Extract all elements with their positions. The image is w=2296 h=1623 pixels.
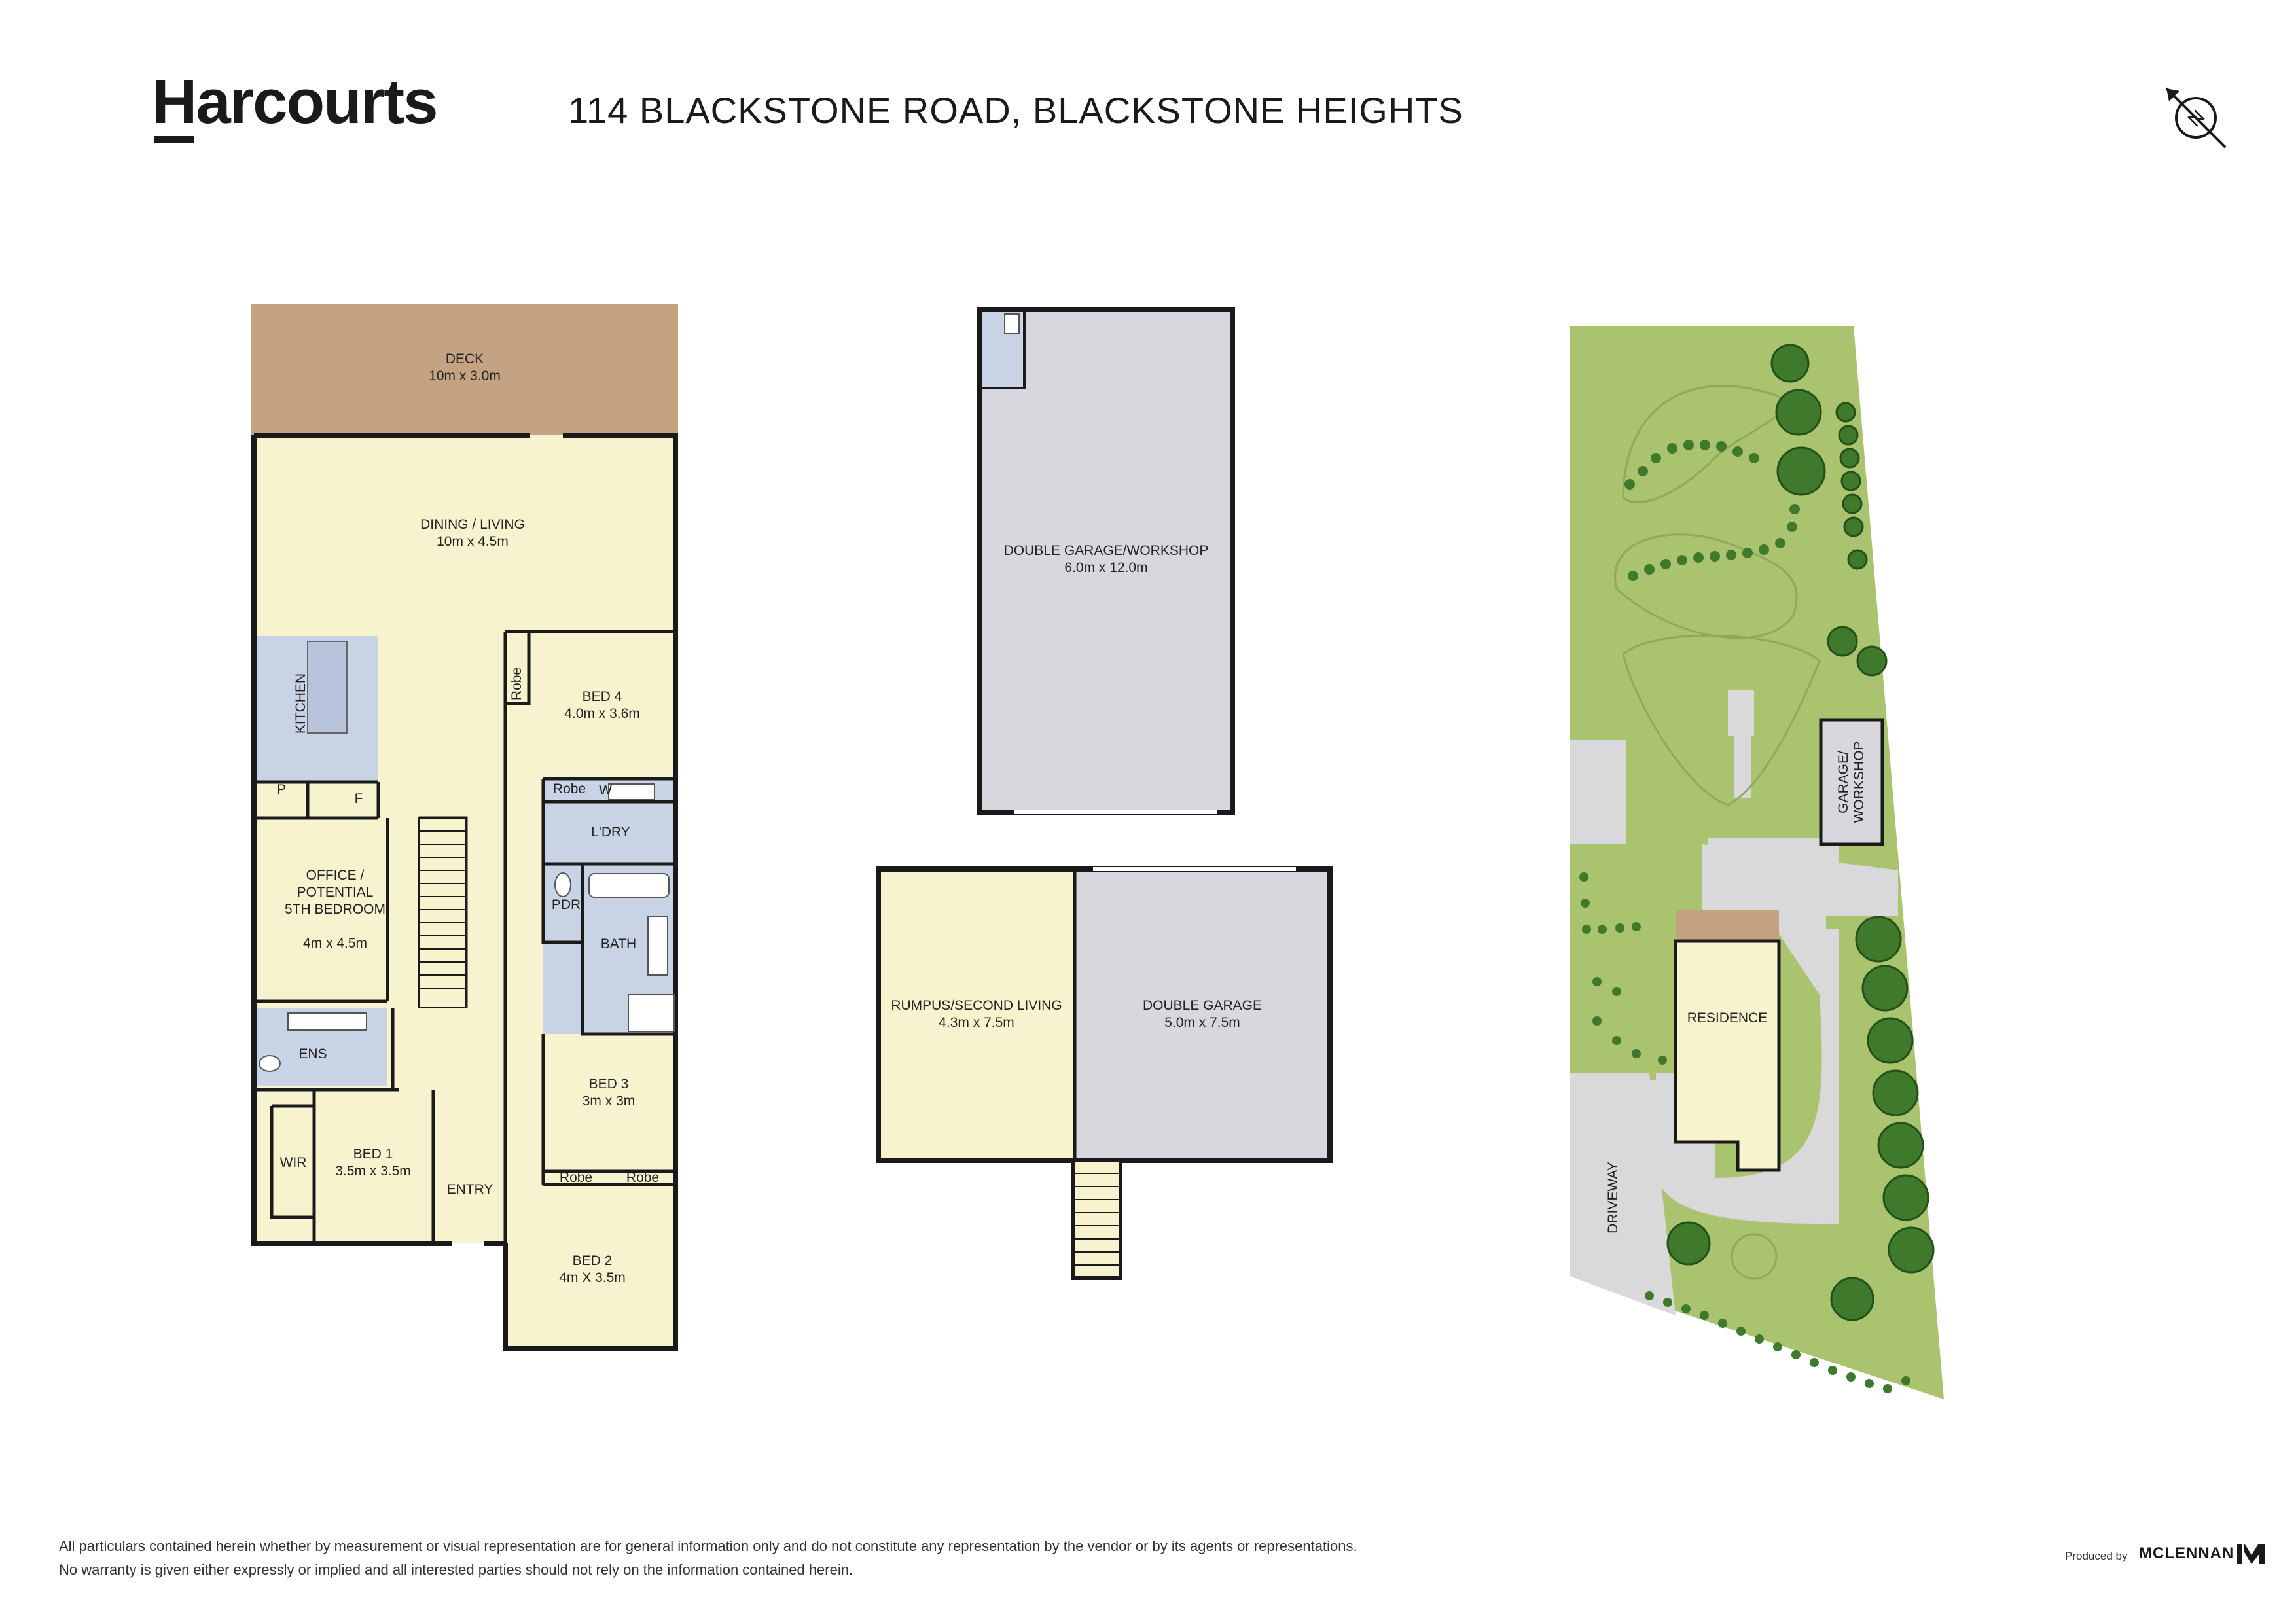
dining-living-size: 10m x 4.5m: [437, 534, 509, 549]
bed4-size: 4.0m x 3.6m: [564, 706, 640, 721]
lower-garage-floor: [1075, 869, 1330, 1160]
rumpus-floor: [878, 869, 1075, 1160]
kitchen-island: [307, 641, 348, 734]
workshop-name: DOUBLE GARAGE/WORKSHOP: [1003, 543, 1209, 558]
disclaimer-line-2: No warranty is given either expressly or…: [59, 1561, 853, 1578]
room-robe-a: Robe: [559, 1170, 593, 1185]
room-dining-living: DINING / LIVING 10m x 4.5m: [420, 516, 525, 550]
site-plan: [1570, 326, 1944, 1399]
bed2-name: BED 2: [572, 1253, 613, 1268]
rumpus-size: 4.3m x 7.5m: [939, 1015, 1014, 1030]
deck-name: DECK: [445, 351, 484, 366]
disclaimer-line-1: All particulars contained herein whether…: [59, 1538, 1357, 1554]
room-entry: ENTRY: [446, 1182, 493, 1197]
main-stairs: [418, 817, 467, 1008]
room-ensuite: ENS: [298, 1046, 327, 1061]
main-floor-plan: [251, 304, 678, 1351]
site-garage-workshop: [1819, 718, 1884, 846]
rumpus-name: RUMPUS/SECOND LIVING: [891, 998, 1062, 1013]
room-bed4-robe: Robe: [509, 667, 524, 701]
room-lower-garage: DOUBLE GARAGE 5.0m x 7.5m: [1143, 997, 1262, 1031]
dining-living-name: DINING / LIVING: [420, 517, 525, 532]
room-kitchen: KITCHEN: [293, 673, 308, 734]
room-wir: WIR: [279, 1155, 307, 1170]
logo-underline: [154, 136, 194, 143]
room-bath: BATH: [600, 936, 637, 952]
room-pantry: P: [276, 782, 287, 797]
outbuilding-plan: [977, 307, 1235, 815]
room-bed1: BED 1 3.5m x 3.5m: [335, 1146, 411, 1180]
deck-area: [251, 304, 678, 435]
workshop-size: 6.0m x 12.0m: [1064, 560, 1148, 575]
room-powder: PDR: [551, 897, 581, 912]
site-residence-label: RESIDENCE: [1687, 1010, 1768, 1026]
site-garden-circle: [1731, 1233, 1778, 1280]
room-robe-b: Robe: [626, 1170, 660, 1185]
laundry-bath-area: [543, 779, 675, 1034]
room-office: OFFICE / POTENTIAL 5TH BEDROOM 4m x 4.5m: [285, 850, 386, 969]
room-workshop: DOUBLE GARAGE/WORKSHOP 6.0m x 12.0m: [1004, 543, 1209, 577]
interior-walls: [257, 630, 675, 1243]
exterior-walls: [251, 433, 678, 1351]
room-rumpus: RUMPUS/SECOND LIVING 4.3m x 7.5m: [891, 997, 1062, 1031]
room-bed2: BED 2 4m X 3.5m: [559, 1253, 626, 1287]
workshop-floor: [980, 310, 1232, 812]
bed3-size: 3m x 3m: [582, 1094, 636, 1109]
bed2-fill: [505, 1185, 677, 1348]
site-driveway-label: DRIVEWAY: [1605, 1162, 1621, 1234]
lower-garage-name: DOUBLE GARAGE: [1142, 998, 1263, 1013]
bed4-name: BED 4: [582, 689, 622, 704]
site-hedges: [1579, 440, 1910, 1393]
producer-logo: MCLENNAN: [2139, 1544, 2234, 1562]
bathroom-fixtures: [259, 783, 675, 1072]
room-laundry: L'DRY: [591, 825, 630, 840]
lower-garage-size: 5.0m x 7.5m: [1164, 1015, 1240, 1030]
producer-mark-icon: [2237, 1544, 2265, 1564]
room-deck: DECK 10m x 3.0m: [429, 351, 501, 385]
lower-stairs: [1071, 1158, 1122, 1280]
room-w: W: [599, 783, 612, 798]
bed1-name: BED 1: [353, 1147, 393, 1162]
site-deck: [1676, 910, 1779, 941]
harcourts-logo: Harcourts: [152, 67, 438, 137]
deck-size: 10m x 3.0m: [429, 368, 501, 383]
bed2-size: 4m X 3.5m: [559, 1270, 626, 1285]
site-residence: [1674, 939, 1781, 1172]
office-name: OFFICE / POTENTIAL 5TH BEDROOM: [284, 868, 386, 917]
bed3-name: BED 3: [588, 1077, 629, 1092]
room-robe-upper: Robe: [552, 781, 586, 796]
lower-floor-plan: [876, 866, 1333, 1280]
bed1-size: 3.5m x 3.5m: [335, 1164, 411, 1179]
north-arrow-icon: N: [2165, 87, 2227, 149]
room-bed3: BED 3 3m x 3m: [583, 1076, 636, 1110]
office-size: 4m x 4.5m: [302, 936, 368, 951]
property-address: 114 BLACKSTONE ROAD, BLACKSTONE HEIGHTS: [568, 90, 1463, 131]
room-fridge: F: [354, 791, 363, 806]
room-bed4: BED 4 4.0m x 3.6m: [564, 688, 640, 722]
site-garage-label: GARAGE/ WORKSHOP: [1836, 741, 1867, 823]
site-trees: [1666, 344, 1935, 1321]
disclaimer: All particulars contained herein whether…: [59, 1535, 1630, 1582]
produced-by-text: Produced by: [2065, 1550, 2128, 1562]
